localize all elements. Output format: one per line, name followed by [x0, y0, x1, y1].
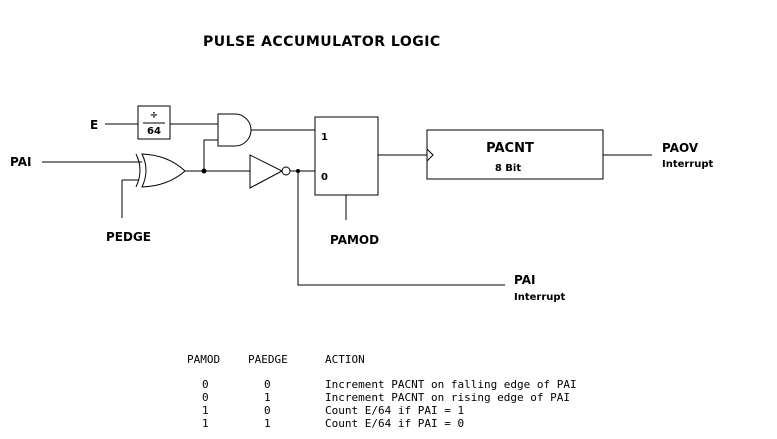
table-row-1-pamod: 0 [202, 378, 209, 391]
xor-gate [141, 153, 186, 188]
and-gate [217, 113, 252, 147]
paov-sublabel: Interrupt [662, 159, 714, 170]
table-row-4-action: Count E/64 if PAI = 0 [325, 417, 464, 430]
pai-label: PAI [10, 155, 31, 169]
table-row-1-paedge: 0 [264, 378, 271, 391]
table-row-2-pamod: 0 [202, 391, 209, 404]
table-row-2-paedge: 1 [264, 391, 271, 404]
inverter [249, 154, 284, 189]
pai-interrupt-sublabel: Interrupt [514, 292, 566, 303]
mux-block [314, 116, 379, 196]
table-row-2-action: Increment PACNT on rising edge of PAI [325, 391, 570, 404]
table-header-action: ACTION [325, 353, 365, 366]
table-header-paedge: PAEDGE [248, 353, 288, 366]
paov-label: PAOV [662, 141, 699, 155]
e-label: E [90, 118, 98, 132]
xor-extra-curve [135, 153, 141, 188]
table-row-4-pamod: 1 [202, 417, 209, 430]
pai-interrupt-wire [297, 171, 505, 286]
inverter-bubble [281, 166, 291, 176]
divider-value: 64 [147, 126, 161, 137]
mux-input-1-label: 1 [321, 132, 328, 143]
pamod-label: PAMOD [330, 233, 379, 247]
pacnt-name: PACNT [486, 141, 534, 156]
xor-to-and-wire [203, 139, 218, 171]
divider-symbol: ÷ [150, 110, 158, 121]
table-row-1-action: Increment PACNT on falling edge of PAI [325, 378, 577, 391]
diagram-title: PULSE ACCUMULATOR LOGIC [203, 34, 441, 50]
pai-interrupt-label: PAI [514, 273, 535, 287]
pacnt-block [426, 129, 604, 180]
truth-table: PAMOD PAEDGE ACTION 0 0 Increment PACNT … [187, 353, 577, 430]
clock-input-marker [426, 148, 434, 162]
table-row-3-paedge: 0 [264, 404, 271, 417]
table-row-3-action: Count E/64 if PAI = 1 [325, 404, 464, 417]
table-header-pamod: PAMOD [187, 353, 220, 366]
pacnt-size: 8 Bit [495, 163, 521, 174]
pedge-label: PEDGE [106, 230, 151, 244]
table-row-4-paedge: 1 [264, 417, 271, 430]
table-row-3-pamod: 1 [202, 404, 209, 417]
mux-input-0-label: 0 [321, 172, 328, 183]
